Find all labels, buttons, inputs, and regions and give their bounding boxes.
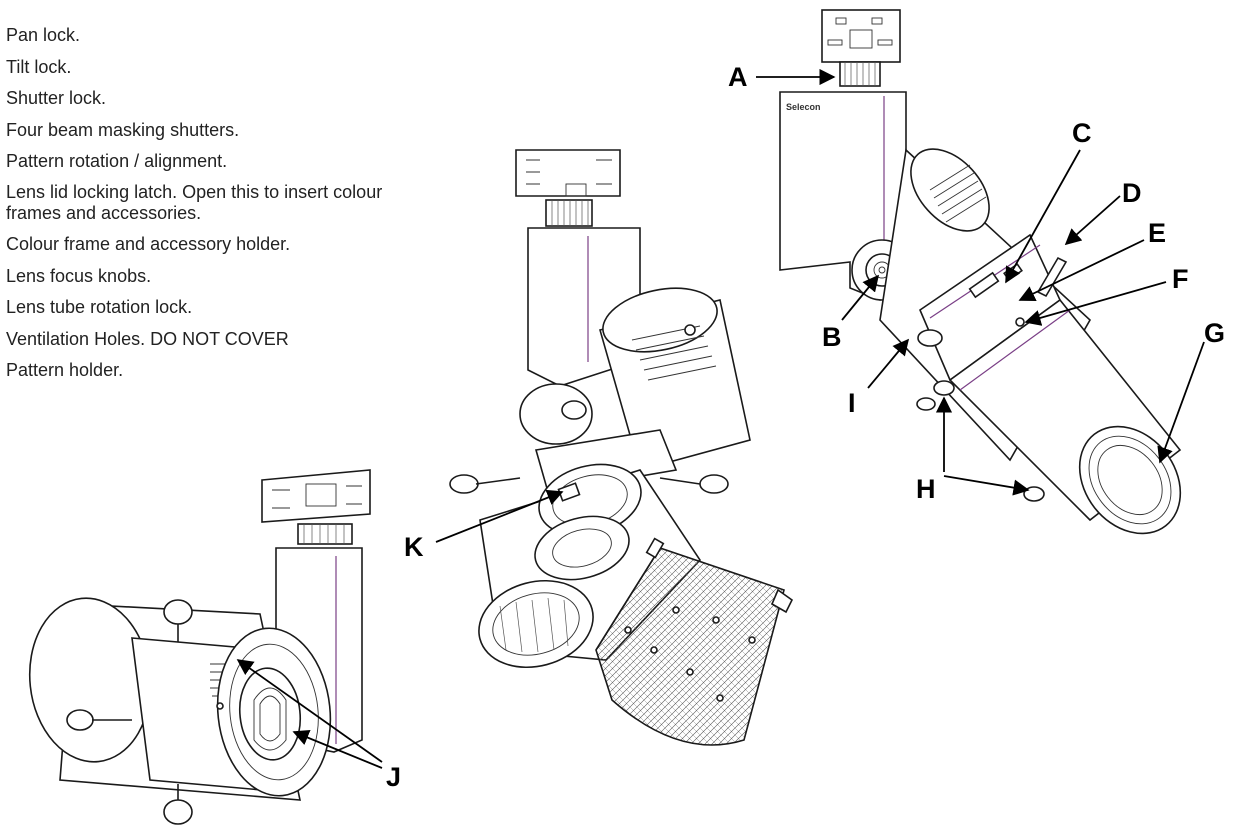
leader-c	[1005, 149, 1081, 284]
leader-g	[1157, 341, 1205, 464]
callout-j: J	[386, 762, 401, 792]
leader-k	[435, 489, 564, 543]
track-adapter-center	[515, 149, 621, 197]
callout-e: E	[1148, 218, 1166, 248]
leader-b	[841, 274, 880, 321]
legend-item-tilt-lock: Tilt lock.	[6, 56, 72, 77]
legend-item-lens-lid-latch: Lens lid locking latch. Open this to ins…	[6, 181, 383, 223]
pan-ring-right	[839, 61, 881, 87]
callout-c: C	[1072, 118, 1092, 148]
callout-b: B	[822, 322, 842, 352]
open-lens-lid	[595, 547, 785, 746]
fixture-right: Selecon	[779, 9, 1182, 535]
leader-h2	[943, 475, 1030, 496]
legend-item-ventilation-holes: Ventilation Holes. DO NOT COVER	[6, 328, 289, 349]
legend-item-masking-shutters: Four beam masking shutters.	[6, 119, 240, 140]
fixture-left	[28, 469, 371, 825]
leader-f	[1024, 281, 1167, 326]
callout-g: G	[1204, 318, 1225, 348]
leader-j2	[292, 730, 383, 769]
fixture-center	[449, 149, 794, 746]
track-adapter-right	[821, 9, 901, 63]
callout-f: F	[1172, 264, 1189, 294]
legend-item-rotation-lock: Lens tube rotation lock.	[6, 297, 193, 317]
callout-h: H	[916, 474, 936, 504]
callout-i: I	[848, 388, 856, 418]
leader-e	[1018, 239, 1145, 301]
leader-lines	[236, 68, 1205, 769]
legend-item-colour-frame-holder: Colour frame and accessory holder.	[6, 234, 291, 254]
legend-item-shutter-lock: Shutter lock.	[6, 88, 107, 108]
leader-d	[1064, 195, 1121, 246]
legend-item-focus-knobs: Lens focus knobs.	[6, 265, 152, 286]
leader-i	[867, 338, 910, 389]
legend-item-pattern-rotation: Pattern rotation / alignment.	[6, 151, 228, 171]
legend-list: Pan lock. Tilt lock. Shutter lock. Four …	[6, 24, 426, 454]
callout-d: D	[1122, 178, 1142, 208]
leader-j1	[236, 659, 383, 763]
callout-letters: A B C D E F G H I J K	[386, 62, 1225, 792]
brand-label: Selecon	[786, 102, 821, 112]
legend-item-pattern-holder: Pattern holder.	[6, 360, 124, 380]
track-adapter-left	[261, 469, 371, 523]
callout-a: A	[728, 62, 748, 92]
callout-k: K	[404, 532, 424, 562]
legend-item-pan-lock: Pan lock.	[6, 25, 81, 45]
